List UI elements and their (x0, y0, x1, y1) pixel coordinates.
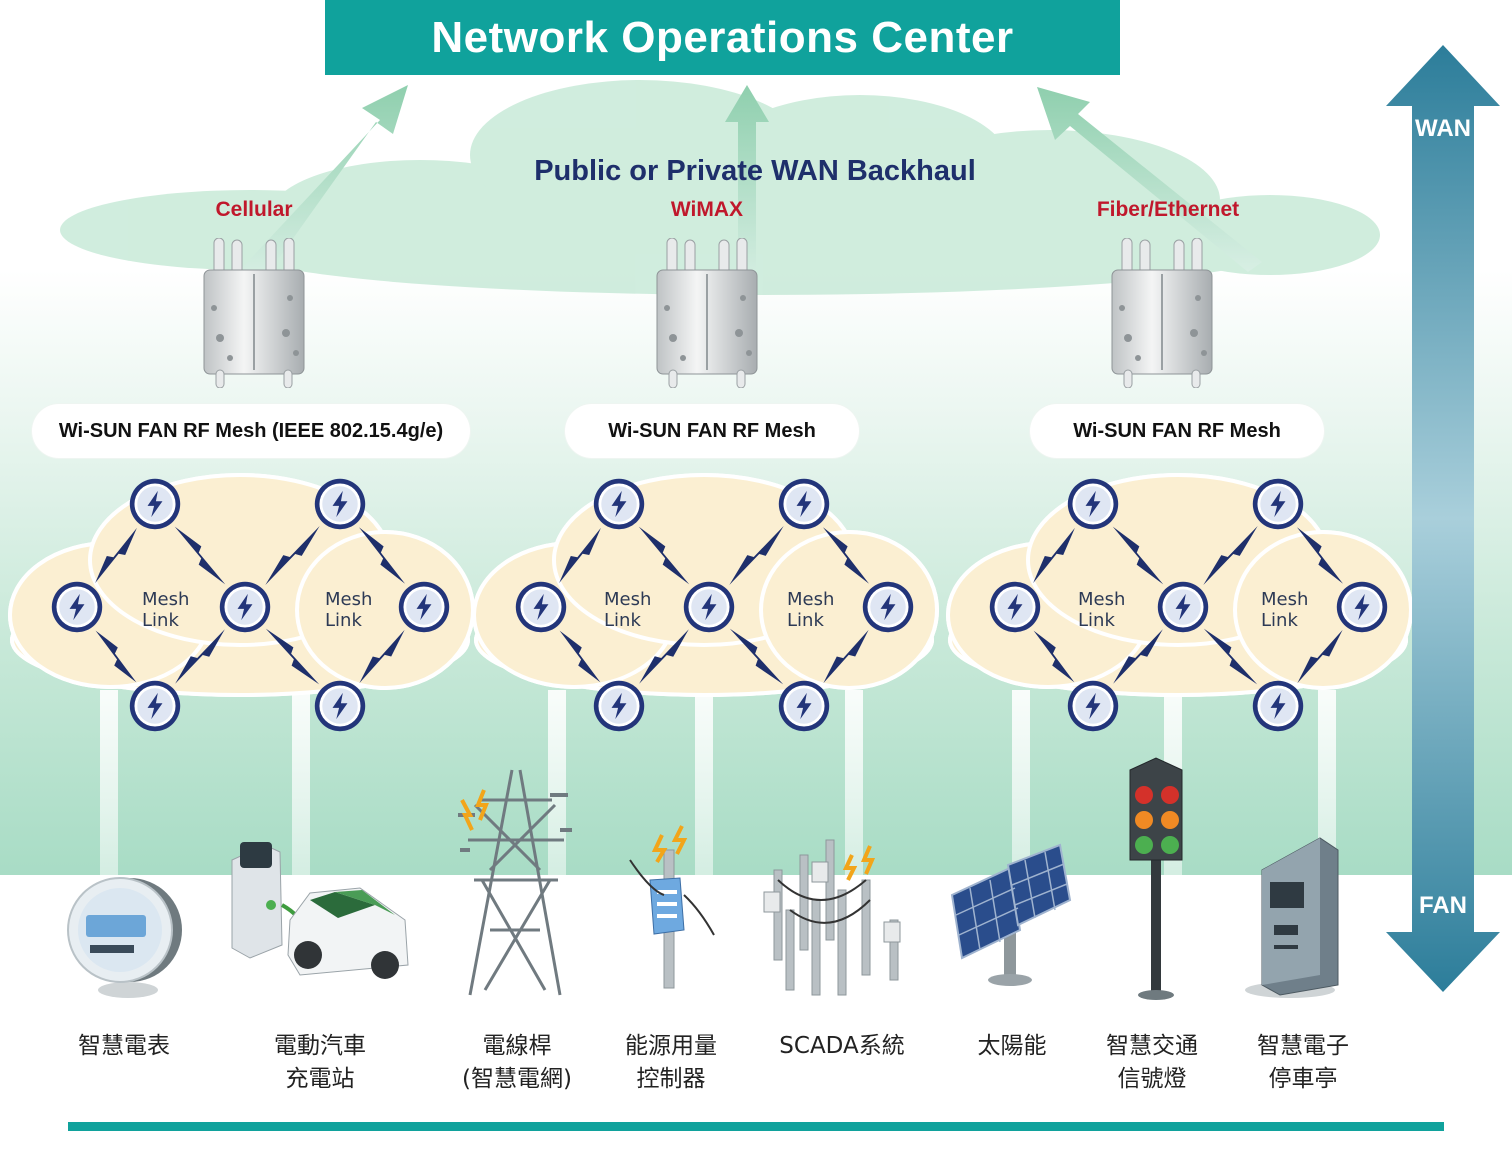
mesh-links (95, 526, 1344, 685)
bottom-rule (68, 1122, 1444, 1131)
wan-backhaul-title: Public or Private WAN Backhaul (534, 155, 976, 187)
mesh-node-icon (1336, 581, 1388, 633)
device-label-parking-kiosk: 智慧電子停車亭 (1257, 1033, 1349, 1092)
mesh-pill-1: Wi-SUN FAN RF Mesh (IEEE 802.15.4g/e) (32, 404, 470, 458)
device-label-traffic-light: 智慧交通信號燈 (1106, 1033, 1198, 1092)
energy-controller-icon (629, 825, 715, 989)
mesh-node-icon (1157, 581, 1209, 633)
backhaul-label-cellular: Cellular (215, 198, 293, 221)
fan-layer-label: FAN (1419, 892, 1467, 919)
mesh-link-bolt (265, 526, 320, 585)
mesh-link-bolt (1112, 526, 1164, 585)
noc-banner: Network Operations Center (325, 0, 1120, 75)
device-label-scada: SCADA系統 (779, 1033, 905, 1059)
power-tower-icon (458, 769, 572, 996)
backhaul-arrow-cellular (240, 85, 408, 282)
mesh-node-icon (862, 581, 914, 633)
device-label-smart-meter: 智慧電表 (78, 1033, 170, 1059)
solar-panel-icon (950, 843, 1072, 986)
backhaul-arrow-wimax (725, 85, 769, 290)
mesh-node-icon (1067, 680, 1119, 732)
device-label-power-pole: 電線桿(智慧電網) (462, 1033, 572, 1092)
mesh-link-bolt (1203, 628, 1258, 685)
mesh-link-bolt (1297, 629, 1343, 684)
mesh-link-bolt (1033, 630, 1075, 683)
mesh-node-icon (1252, 478, 1304, 530)
device-label-energy-controller: 能源用量控制器 (625, 1033, 717, 1092)
mesh-node-icon (314, 478, 366, 530)
mesh-node-icon (683, 581, 735, 633)
wan-fan-arrow (1386, 45, 1500, 992)
backhaul-arrow-fiber (1037, 87, 1262, 272)
mesh-node-icon (778, 680, 830, 732)
mesh-pill-2: Wi-SUN FAN RF Mesh (565, 404, 859, 458)
mesh-link-bolt (729, 526, 784, 585)
mesh-link-bolt (265, 628, 320, 685)
mesh-link-bolt (823, 629, 869, 684)
mesh-link-bolt (1033, 527, 1075, 584)
mesh-link-bolt (1113, 629, 1163, 684)
device-label-ev-charger: 電動汽車充電站 (274, 1033, 366, 1092)
mesh-cloud-1 (8, 473, 475, 697)
mesh-link-bolt (358, 527, 406, 584)
mesh-link-bolt (174, 526, 226, 585)
mesh-link-bolt (639, 629, 689, 684)
mesh-cloud-2 (472, 473, 939, 697)
mesh-link-bolt (729, 628, 784, 685)
wan-layer-label: WAN (1415, 115, 1471, 142)
mesh-node-icon (129, 680, 181, 732)
mesh-node-icon (129, 478, 181, 530)
mesh-pill-3: Wi-SUN FAN RF Mesh (1030, 404, 1324, 458)
mesh-link-bolt (95, 527, 137, 584)
scada-icon (763, 839, 901, 996)
mesh-node-icon (398, 581, 450, 633)
mesh-link-bolt (95, 630, 137, 683)
mesh-link-bolt (359, 629, 405, 684)
mesh-node-icon (51, 581, 103, 633)
mesh-node-icon (989, 581, 1041, 633)
parking-kiosk-icon (1245, 837, 1339, 998)
mesh-node-icon (593, 680, 645, 732)
mesh-node-icon (1067, 478, 1119, 530)
mesh-link-bolt (638, 526, 690, 585)
traffic-light-icon (1129, 757, 1183, 1000)
mesh-link-bolt (1203, 526, 1258, 585)
mesh-link-bolt (175, 629, 225, 684)
mesh-link-bolt (1296, 527, 1344, 584)
mesh-link-bolt (559, 527, 601, 584)
mesh-node-icon (219, 581, 271, 633)
smart-meter-icon (67, 877, 182, 998)
mesh-node-icon (1252, 680, 1304, 732)
device-label-solar: 太陽能 (977, 1033, 1047, 1059)
ev-charger-icon (231, 842, 409, 979)
mesh-node-icon (593, 478, 645, 530)
mesh-link-bolt (822, 527, 870, 584)
mesh-node-icon (515, 581, 567, 633)
mesh-node-icon (778, 478, 830, 530)
backhaul-label-fiber: Fiber/Ethernet (1096, 198, 1240, 221)
mesh-link-bolt (559, 630, 601, 683)
backhaul-label-wimax: WiMAX (670, 198, 744, 221)
mesh-node-icon (314, 680, 366, 732)
